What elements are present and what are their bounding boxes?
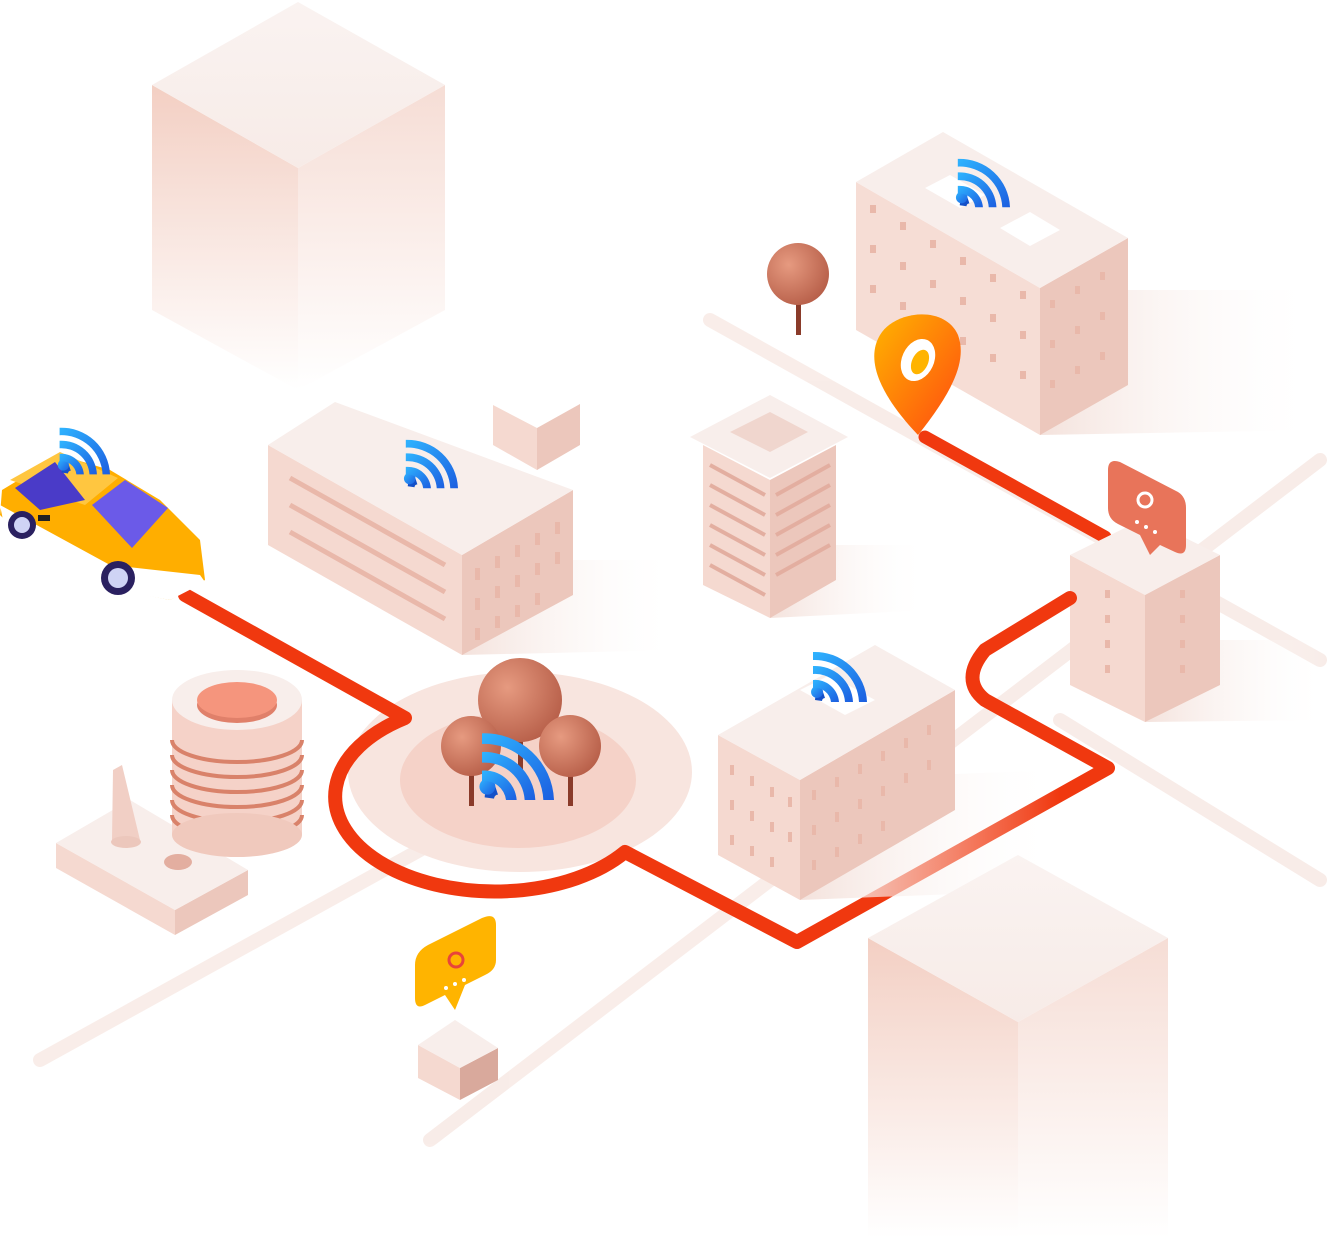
map-pin-icon: [874, 314, 961, 435]
chat-bubble-location-icon: [415, 916, 496, 1010]
building-office-mid-left: [268, 402, 680, 655]
factory: [56, 765, 248, 935]
building-small-right: [1070, 461, 1330, 722]
route-segment: [918, 430, 1112, 544]
taxi-route: [178, 588, 1115, 949]
silo: [170, 670, 304, 857]
house: [418, 1020, 498, 1100]
building-tall-top-left: [152, 2, 445, 390]
building-tall-bottom-right: [868, 855, 1168, 1238]
taxi-icon: [0, 427, 205, 600]
chat-bubble-location-icon: [1108, 461, 1186, 555]
building-tower-center: [690, 395, 930, 618]
tree-icon: [539, 715, 601, 806]
building-office-top-right: [856, 132, 1320, 435]
road: [1053, 713, 1327, 887]
road: [33, 843, 427, 1067]
building-office-lower-center: [718, 645, 1060, 900]
tree-icon: [767, 243, 829, 335]
trees-park: [441, 658, 601, 806]
